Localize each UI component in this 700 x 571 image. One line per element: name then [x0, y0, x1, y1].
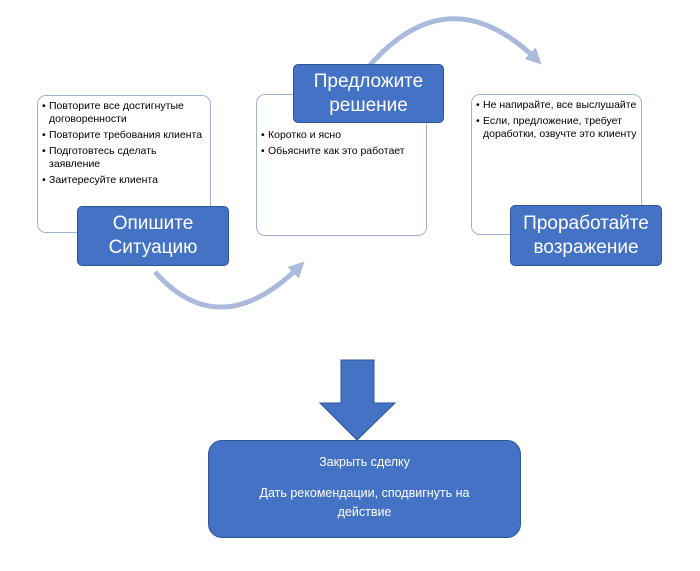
step-1-title-box: Опишите Ситуацию: [77, 206, 229, 266]
curved-arrow-1-to-2: [153, 261, 305, 310]
step-2-title-box: Предложите решение: [293, 64, 444, 123]
step-1-details-panel: Повторите все достигнутые договоренности…: [37, 95, 211, 233]
list-item: Повторите все достигнутые договоренности: [42, 100, 206, 126]
list-item: Если, предложение, требует доработки, оз…: [476, 115, 637, 141]
list-item: Заитересуйте клиента: [42, 174, 206, 187]
list-item: Обьясните как это работает: [261, 145, 422, 158]
close-deal-box: Закрыть сделку Дать рекомендации, сподви…: [208, 440, 521, 538]
list-item: Подготовтесь сделать заявление: [42, 145, 206, 171]
curved-arrow-2-to-3: [368, 16, 542, 67]
step-3-bullet-list: Не напирайте, все выслушайте Если, предл…: [476, 99, 637, 141]
list-item: Коротко и ясно: [261, 129, 422, 142]
list-item: Не напирайте, все выслушайте: [476, 99, 637, 112]
step-1-bullet-list: Повторите все достигнутые договоренности…: [42, 100, 206, 187]
step-3-title-box: Проработайте возражение: [510, 205, 662, 266]
close-deal-subtitle: Дать рекомендации, сподвигнуть на действ…: [259, 486, 470, 519]
close-deal-title: Закрыть сделку: [319, 455, 410, 469]
step-2-bullet-list: Коротко и ясно Обьясните как это работае…: [261, 129, 422, 158]
list-item: Повторите требования клиента: [42, 129, 206, 142]
down-arrow-icon: [318, 359, 397, 441]
